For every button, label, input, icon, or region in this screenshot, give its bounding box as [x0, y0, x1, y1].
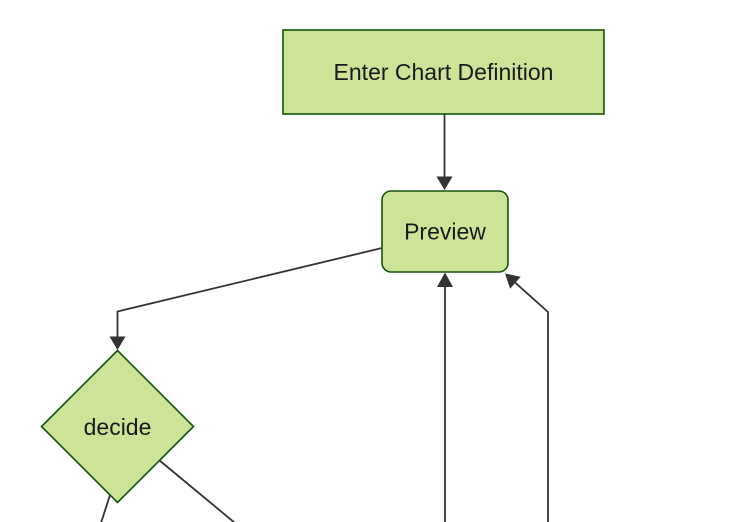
rounded-rectangle-shape: [381, 190, 509, 273]
node-enter-chart-definition: Enter Chart Definition: [282, 29, 605, 115]
edge-enter-to-preview: [436, 114, 453, 190]
edge-line: [100, 494, 111, 522]
edge-line: [158, 459, 236, 522]
arrowhead-up-left-icon: [505, 273, 521, 289]
arrowhead-up-icon: [437, 272, 453, 287]
rectangle-shape: [282, 29, 605, 115]
edge-decide-to-offscreen-right: [158, 459, 236, 522]
node-preview-label: Preview: [404, 219, 486, 245]
node-decide: decide: [40, 349, 195, 504]
edge-decide-to-offscreen-left: [100, 494, 111, 522]
edge-offscreen-to-preview-corner: [505, 273, 549, 522]
arrowhead-down-icon: [436, 176, 453, 190]
edge-line: [116, 247, 383, 337]
edge-preview-to-decide: [109, 247, 383, 350]
diamond-shape: [40, 349, 195, 504]
node-enter-chart-definition-label: Enter Chart Definition: [334, 59, 554, 85]
arrowhead-down-icon: [109, 336, 126, 350]
edge-line: [514, 282, 549, 522]
node-preview: Preview: [381, 190, 509, 273]
node-decide-label: decide: [84, 414, 152, 440]
edge-offscreen-to-preview-bottom: [437, 272, 453, 522]
